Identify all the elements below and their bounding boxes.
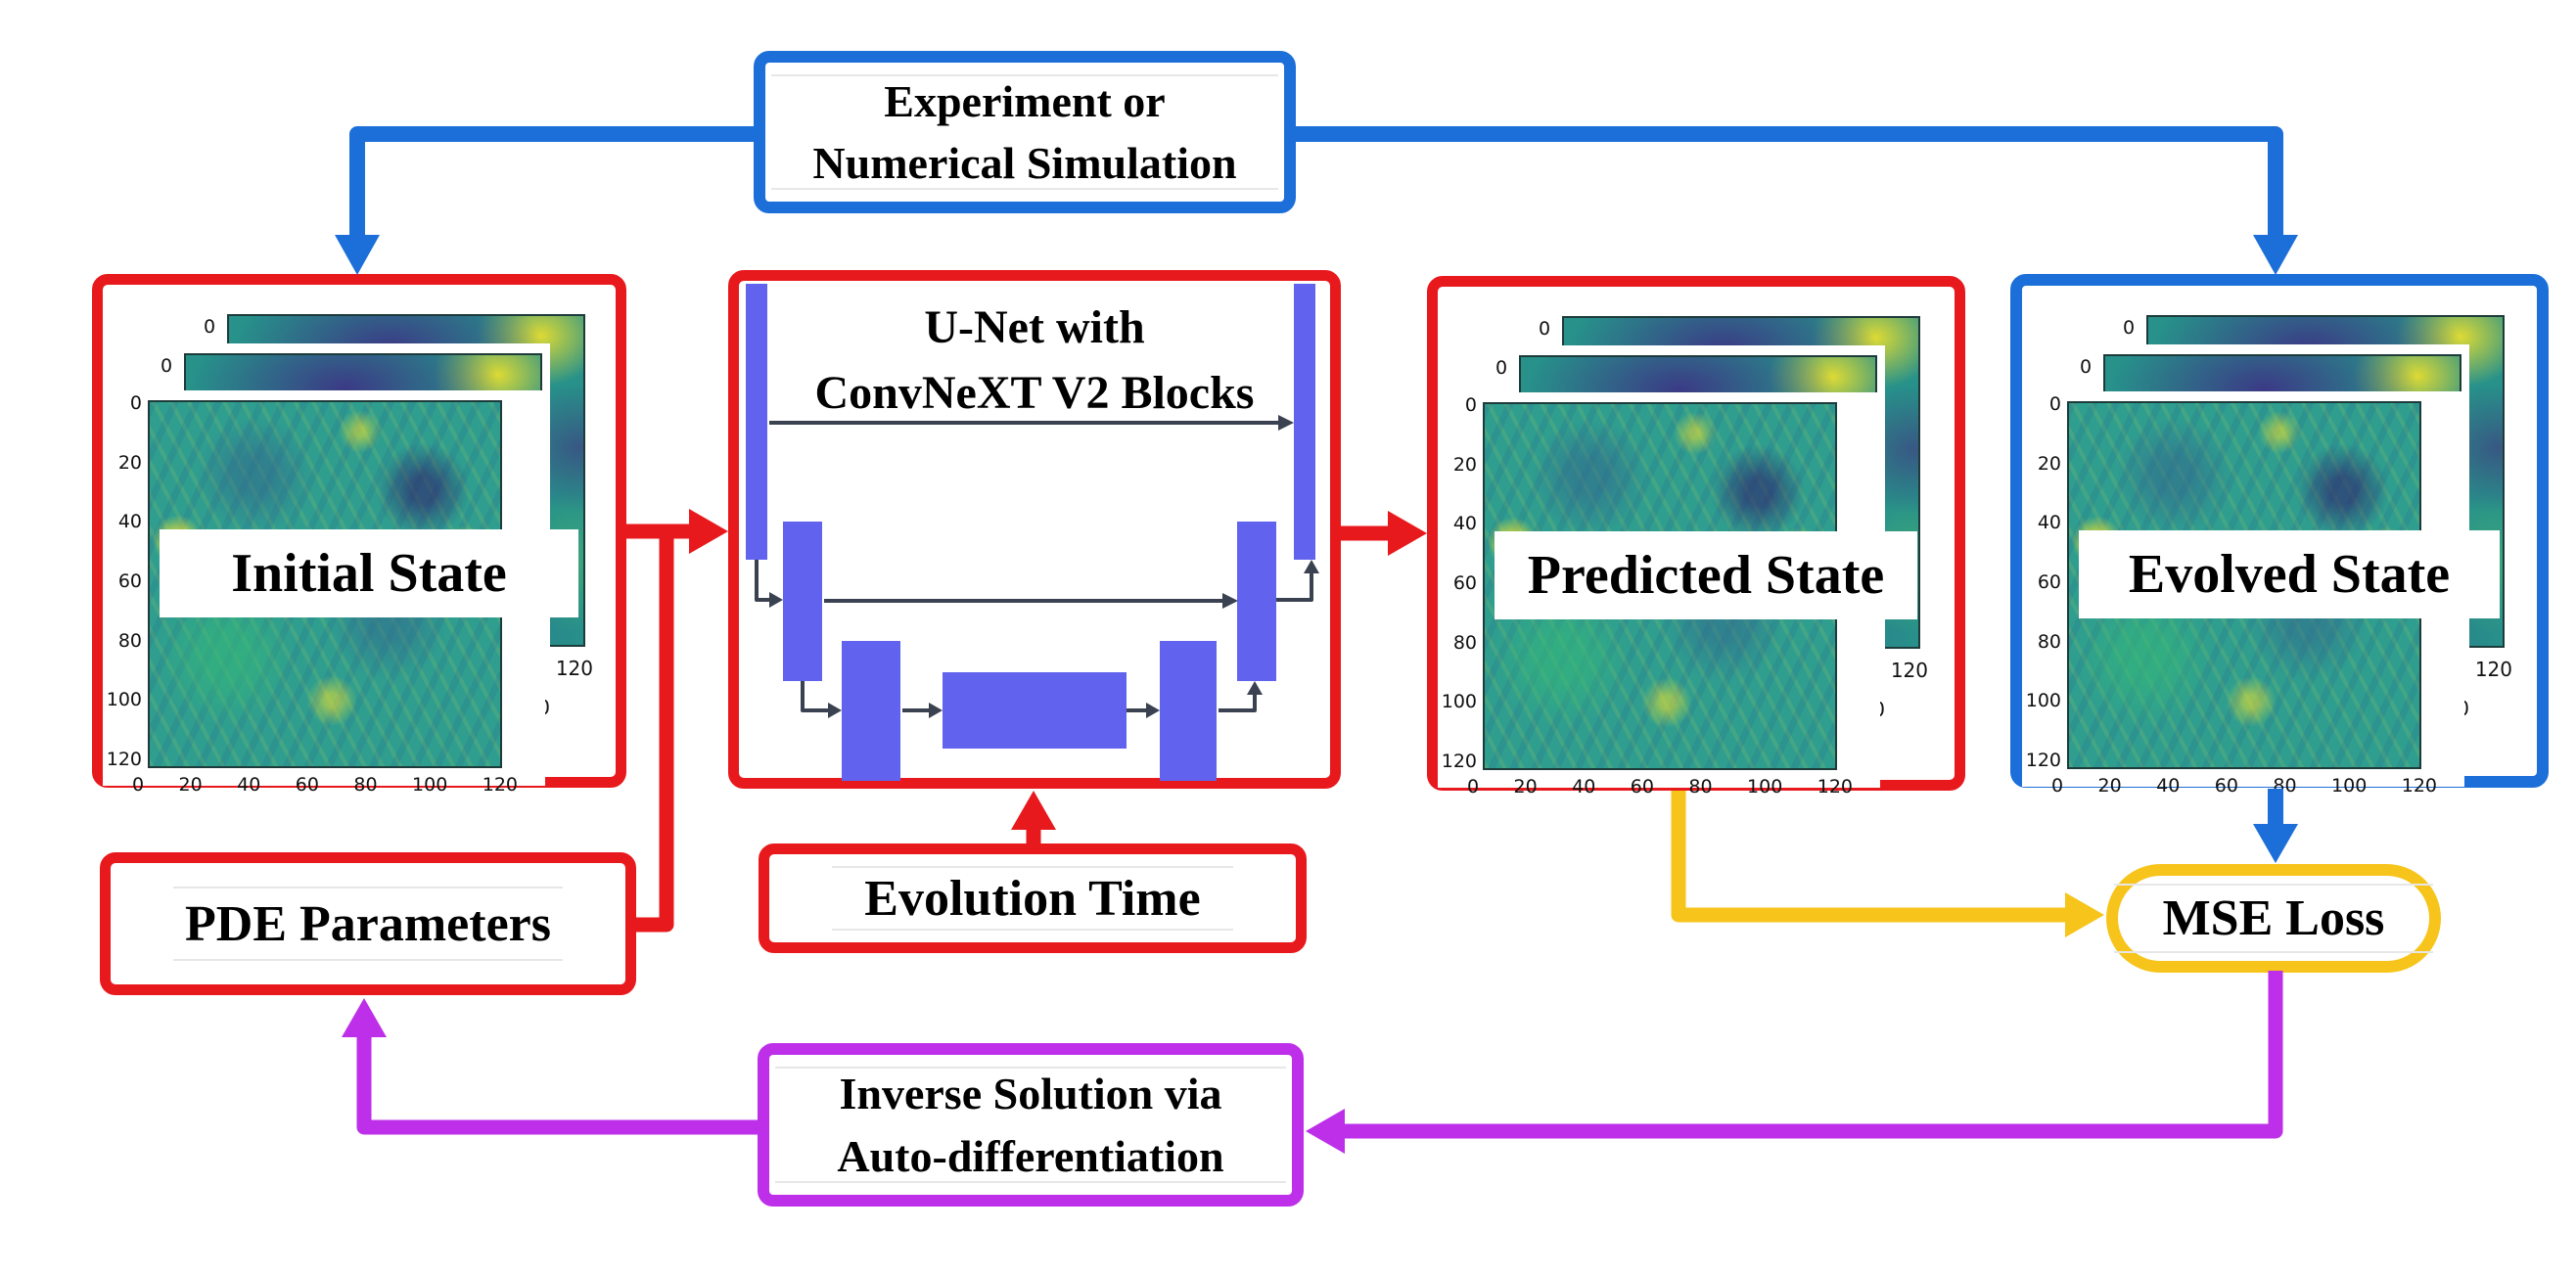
unet-title-line2: ConvNeXT V2 Blocks bbox=[814, 367, 1255, 420]
arrowhead-initial-to-unet bbox=[689, 509, 728, 554]
tick-label: 60 bbox=[117, 570, 142, 592]
tick-label: 80 bbox=[353, 774, 378, 796]
evolved-state-label: Evolved State bbox=[2079, 530, 2500, 618]
experiment-line1: Experiment or bbox=[884, 75, 1166, 126]
connector-pde-to-main-flow bbox=[634, 531, 674, 933]
tick-zero: 0 bbox=[1539, 318, 1551, 340]
arrow-experiment-to-evolved bbox=[1296, 126, 2283, 247]
tick-label: 40 bbox=[1572, 776, 1596, 798]
predicted-y-axis: 0 20 40 60 80 100 120 bbox=[1438, 394, 1477, 772]
tick-label: 60 bbox=[2214, 775, 2238, 797]
arrowhead-inverse-to-pde bbox=[342, 998, 387, 1037]
tick-label: 100 bbox=[106, 689, 142, 711]
initial-y-axis: 0 20 40 60 80 100 120 bbox=[103, 392, 142, 770]
tick-label: 0 bbox=[129, 392, 142, 414]
pde-parameters-box: PDE Parameters bbox=[100, 852, 636, 995]
evolution-time-label: Evolution Time bbox=[864, 870, 1201, 927]
tick-label: 80 bbox=[2037, 630, 2061, 653]
tick-label: 80 bbox=[1452, 631, 1477, 654]
initial-x-axis: 0 20 40 60 80 100 120 bbox=[132, 774, 518, 796]
tick-label: 100 bbox=[412, 774, 448, 796]
tick-label: 100 bbox=[2025, 690, 2061, 712]
tick-label: 120 bbox=[2401, 775, 2437, 797]
tick-label: 120 bbox=[106, 748, 142, 770]
unet-title-line1: U-Net with bbox=[924, 301, 1145, 353]
mse-loss-box: MSE Loss bbox=[2106, 864, 2441, 973]
tick-label: 40 bbox=[117, 511, 142, 533]
arrow-mse-to-inverse bbox=[1343, 971, 2283, 1139]
unet-box: U-Net with ConvNeXT V2 Blocks bbox=[728, 270, 1341, 789]
predicted-x-axis: 0 20 40 60 80 100 120 bbox=[1467, 776, 1853, 798]
experiment-line2: Numerical Simulation bbox=[812, 138, 1237, 188]
inverse-line2: Auto-differentiation bbox=[837, 1130, 1224, 1181]
tick-label: 120 bbox=[1817, 776, 1853, 798]
initial-state-box: 0 120 0 120 0 20 40 60 80 100 120 0 20 40 60 80 100… bbox=[92, 274, 626, 796]
experiment-box: Experiment or Numerical Simulation bbox=[754, 51, 1296, 213]
arrowhead-experiment-to-evolved bbox=[2253, 235, 2298, 275]
tick-max: 120 bbox=[555, 657, 593, 680]
tick-label: 120 bbox=[2025, 749, 2061, 771]
evolution-time-box: Evolution Time bbox=[759, 843, 1307, 953]
tick-label: 100 bbox=[1441, 691, 1477, 713]
predicted-state-label: Predicted State bbox=[1495, 531, 1917, 619]
tick-label: 60 bbox=[295, 774, 319, 796]
arrow-inverse-to-pde bbox=[356, 1035, 759, 1135]
tick-label: 60 bbox=[2037, 570, 2061, 593]
tick-zero: 0 bbox=[161, 355, 173, 377]
arrowhead-predicted-to-mse bbox=[2065, 892, 2104, 937]
predicted-state-box: 0 120 0 120 0 20 40 60 80 100 120 0 20 40 60 80 100… bbox=[1427, 276, 1965, 798]
inverse-solution-label: Inverse Solution via Auto-differentiatio… bbox=[769, 1055, 1292, 1195]
tick-zero: 0 bbox=[1495, 357, 1508, 379]
tick-label: 20 bbox=[2037, 452, 2061, 475]
inverse-solution-box: Inverse Solution via Auto-differentiatio… bbox=[758, 1043, 1304, 1207]
tick-label: 20 bbox=[178, 774, 203, 796]
arrow-predicted-to-mse bbox=[1671, 791, 2069, 923]
arrowhead-evolved-to-mse bbox=[2253, 824, 2298, 863]
tick-zero: 0 bbox=[204, 316, 216, 338]
tick-label: 0 bbox=[2051, 775, 2064, 797]
arrowhead-mse-to-inverse bbox=[1306, 1109, 1345, 1154]
arrow-experiment-to-initial bbox=[349, 126, 754, 247]
tick-max: 120 bbox=[2474, 658, 2512, 681]
tick-label: 0 bbox=[132, 774, 145, 796]
tick-label: 40 bbox=[2156, 775, 2181, 797]
initial-state-label: Initial State bbox=[160, 529, 578, 617]
tick-label: 80 bbox=[1688, 776, 1713, 798]
arrowhead-unet-to-predicted bbox=[1388, 511, 1427, 556]
tick-label: 20 bbox=[2097, 775, 2122, 797]
tick-label: 120 bbox=[1441, 750, 1477, 772]
tick-label: 20 bbox=[1513, 776, 1538, 798]
tick-label: 80 bbox=[117, 629, 142, 652]
tick-zero: 0 bbox=[2123, 317, 2136, 339]
tick-label: 0 bbox=[2048, 393, 2061, 415]
tick-label: 100 bbox=[2331, 775, 2368, 797]
tick-label: 20 bbox=[117, 451, 142, 474]
tick-max: 120 bbox=[1890, 659, 1928, 682]
tick-label: 0 bbox=[1464, 394, 1477, 416]
pde-parameters-label: PDE Parameters bbox=[185, 895, 551, 952]
unet-title: U-Net with ConvNeXT V2 Blocks bbox=[768, 295, 1301, 426]
evolved-x-axis: 0 20 40 60 80 100 120 bbox=[2051, 775, 2437, 797]
tick-label: 40 bbox=[1452, 513, 1477, 535]
mse-loss-label: MSE Loss bbox=[2162, 890, 2385, 946]
experiment-box-label: Experiment or Numerical Simulation bbox=[765, 63, 1284, 202]
tick-label: 80 bbox=[2273, 775, 2297, 797]
evolved-y-axis: 0 20 40 60 80 100 120 bbox=[2022, 393, 2061, 771]
tick-label: 120 bbox=[482, 774, 518, 796]
tick-label: 100 bbox=[1747, 776, 1783, 798]
inverse-line1: Inverse Solution via bbox=[839, 1069, 1222, 1119]
arrowhead-experiment-to-initial bbox=[335, 235, 380, 275]
tick-zero: 0 bbox=[2080, 356, 2093, 378]
tick-label: 0 bbox=[1467, 776, 1480, 798]
evolved-state-box: 0 120 0 120 0 20 40 60 80 100 120 0 20 40 60 80 100… bbox=[2010, 274, 2549, 797]
arrowhead-evolution-to-unet bbox=[1011, 791, 1056, 830]
tick-label: 60 bbox=[1630, 776, 1654, 798]
tick-label: 20 bbox=[1452, 453, 1477, 476]
tick-label: 40 bbox=[2037, 512, 2061, 534]
tick-label: 60 bbox=[1452, 571, 1477, 594]
tick-label: 40 bbox=[237, 774, 261, 796]
